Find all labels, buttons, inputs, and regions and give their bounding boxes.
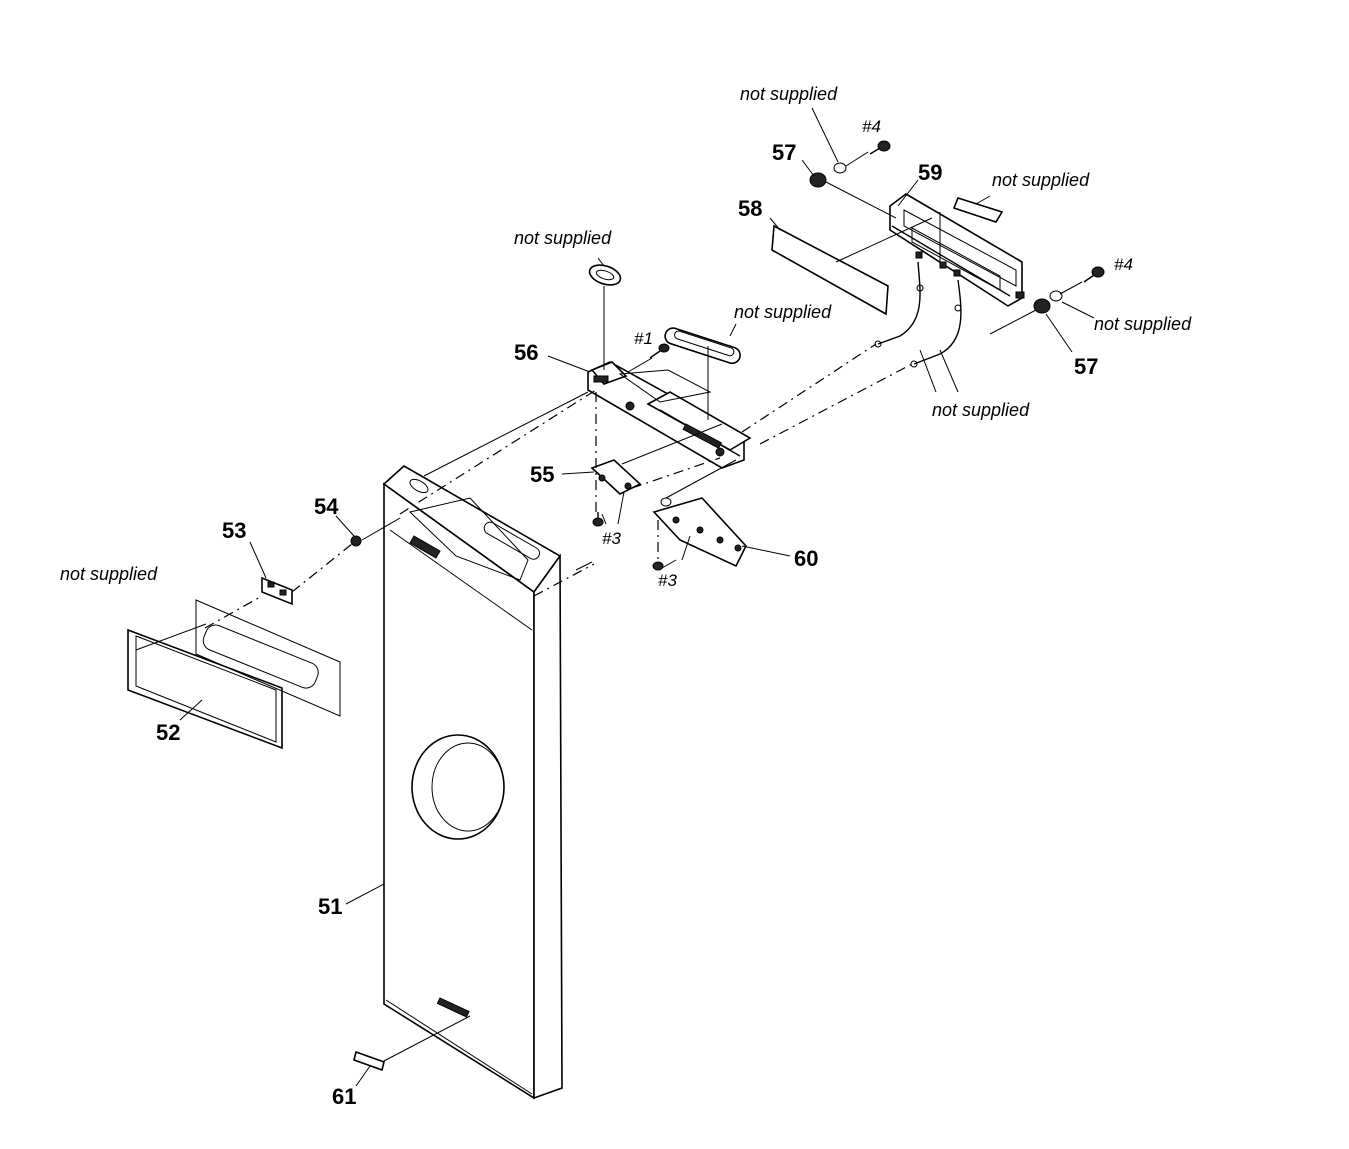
label-plate-52 — [127, 628, 283, 750]
screw-callouts: #1 #3 #3 #4 #4 — [602, 117, 1133, 590]
plate-55 — [590, 459, 642, 495]
part-number-61: 61 — [332, 1084, 356, 1109]
gasket-oval-small — [588, 264, 622, 286]
part-number-58: 58 — [738, 196, 762, 221]
screw-callout-4-top: #4 — [862, 117, 881, 136]
screw-3-right — [652, 561, 664, 571]
part-number-60: 60 — [794, 546, 818, 571]
screw-callout-1: #1 — [634, 329, 653, 348]
label-pointers — [179, 107, 1095, 1087]
small-label — [952, 197, 1004, 223]
part-number-59: 59 — [918, 160, 942, 185]
note-not-supplied-gasket: not supplied — [514, 228, 612, 248]
note-not-supplied-wires: not supplied — [932, 400, 1030, 420]
assembly-lines — [204, 343, 913, 629]
nut-57-right — [1033, 290, 1063, 314]
window-film — [195, 599, 341, 717]
screw-callout-3-right: #3 — [658, 571, 677, 590]
front-panel-51 — [382, 465, 563, 1100]
bracket-53 — [261, 576, 293, 606]
clip-61 — [353, 1050, 385, 1072]
note-not-supplied-seal: not supplied — [734, 302, 832, 322]
washer-60 — [660, 497, 672, 507]
label-58 — [771, 224, 889, 316]
nut-54 — [350, 535, 362, 547]
part-number-56: 56 — [514, 340, 538, 365]
note-not-supplied-top: not supplied — [740, 84, 838, 104]
hinge-assembly-56 — [587, 361, 752, 469]
wire-harness — [874, 261, 962, 368]
part-numbers: 51 52 53 54 55 56 57 57 58 59 60 61 — [156, 140, 1098, 1109]
screw-3-left — [592, 512, 604, 527]
leader-lines — [135, 151, 1083, 1063]
part-number-57-right: 57 — [1074, 354, 1098, 379]
gasket-oval-large — [664, 327, 741, 365]
part-number-55: 55 — [530, 462, 554, 487]
part-number-54: 54 — [314, 494, 339, 519]
screw-4-right — [1083, 266, 1105, 283]
bracket-60 — [652, 497, 747, 568]
part-number-53: 53 — [222, 518, 246, 543]
note-not-supplied-59: not supplied — [992, 170, 1090, 190]
display-housing-59 — [889, 193, 1025, 307]
not-supplied-notes: not supplied not supplied not supplied n… — [60, 84, 1192, 584]
screw-callout-3-left: #3 — [602, 529, 621, 548]
part-number-57-left: 57 — [772, 140, 796, 165]
nut-57-left — [809, 162, 847, 188]
note-not-supplied-window: not supplied — [60, 564, 158, 584]
part-number-51: 51 — [318, 894, 342, 919]
screw-callout-4-right: #4 — [1114, 255, 1133, 274]
screw-4-top — [869, 140, 891, 155]
note-not-supplied-washer: not supplied — [1094, 314, 1192, 334]
screw-1 — [649, 343, 670, 359]
part-number-52: 52 — [156, 720, 180, 745]
